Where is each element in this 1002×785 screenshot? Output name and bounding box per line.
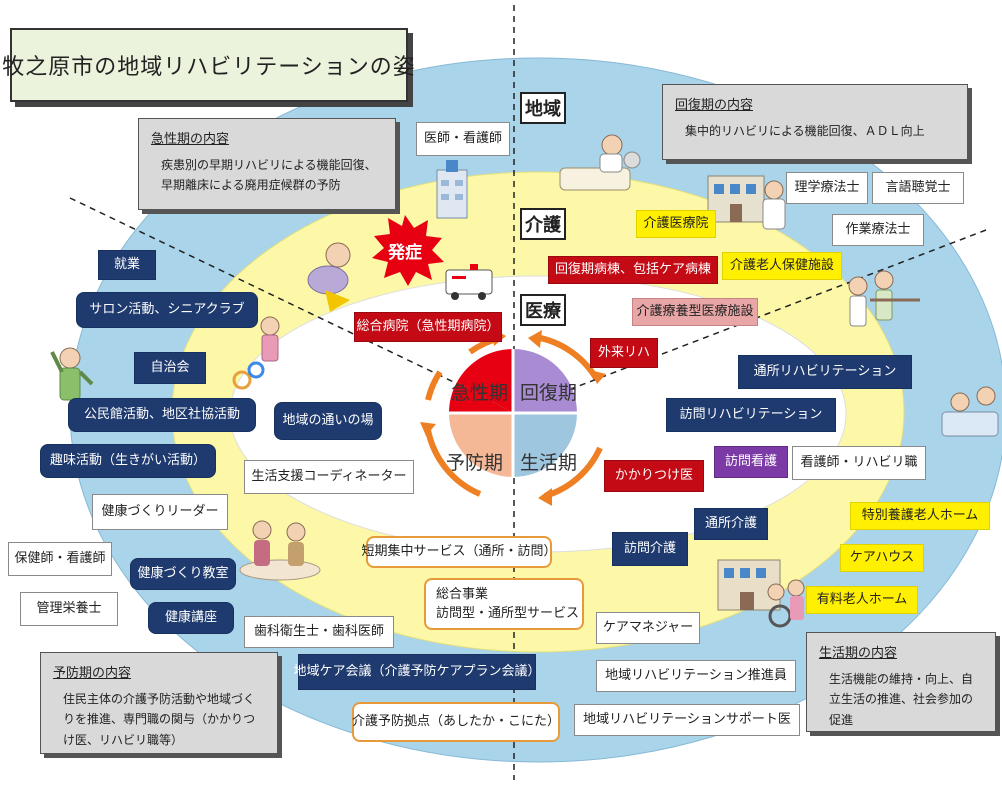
walker-rehab-icon [848,270,920,327]
label-general-project: 総合事業 訪問型・通所型サービス [424,578,584,630]
label-employment: 就業 [98,250,156,280]
fallen-elder-icon [307,242,351,312]
label-care-manager: ケアマネジャー [596,612,700,644]
onset-burst [372,215,444,286]
label-dental: 歯科衛生士・歯科医師 [244,616,394,648]
label-day-rehab: 通所リハビリテーション [738,355,912,389]
info-body-acute: 疾患別の早期リハビリによる機能回復、早期離床による廃用症候群の予防 [161,158,377,193]
wheelchair-care-icon [767,579,805,628]
label-community-hall: 公民館活動、地区社協活動 [68,398,256,432]
label-salon: サロン活動、シニアクラブ [76,292,258,328]
label-residents-assoc: 自治会 [134,352,206,384]
label-general-hospital: 総合病院（急性期病院） [354,312,502,342]
bedside-care-icon [559,134,641,191]
info-box-acute: 急性期の内容 疾患別の早期リハビリによる機能回復、早期離床による廃用症候群の予防 [138,118,396,210]
label-care-meeting: 地域ケア会議（介護予防ケアプラン会議） [294,654,541,690]
phase-prevention-wedge [449,413,513,477]
label-nurse-rehab: 看護師・リハビリ職 [792,446,926,480]
label-doctor-nurse: 医師・看護師 [416,122,510,156]
label-hobby: 趣味活動（生きがい活動） [40,444,216,478]
label-visit-rehab: 訪問リハビリテーション [666,398,836,432]
label-family-doctor: かかりつけ医 [604,460,704,492]
label-health-class: 健康づくり教室 [130,558,236,590]
hospital-icon [436,160,468,219]
label-paid-nursing-home: 有料老人ホーム [806,586,918,614]
label-recovery-ward: 回復期病棟、包括ケア病棟 [548,256,718,284]
info-body-living: 生活機能の維持・向上、自立生活の推進、社会参加の促進 [829,672,974,727]
info-body-prevention: 住民主体の介護予防活動や地域づくりを推進、専門職の関与（かかりつけ医、リハビリ職… [63,692,256,747]
zone-tag-medical: 医療 [520,294,566,326]
label-home-care: 訪問介護 [612,532,688,566]
exercise-elder-icon [50,347,94,401]
info-title-acute: 急性期の内容 [151,132,230,147]
label-st: 言語聴覚士 [872,172,964,204]
label-promoter: 地域リハビリテーション推進員 [596,660,796,692]
label-prevention-base: 介護予防拠点（あしたか・こにた） [352,702,560,742]
zone-tag-community: 地域 [520,92,566,124]
care-facility-icon [707,175,765,223]
label-health-leader: 健康づくりリーダー [92,494,228,530]
info-body-recovery: 集中的リハビリによる機能回復、ＡＤＬ向上 [685,124,925,139]
label-care-medical-facility: 介護療養型医療施設 [632,298,758,326]
label-health-lecture: 健康講座 [148,602,234,634]
label-outpatient-rehab: 外来リハ [590,338,658,368]
label-pt: 理学療法士 [786,172,868,204]
phase-living-wedge [513,413,577,477]
info-box-prevention: 予防期の内容 住民主体の介護予防活動や地域づくりを推進、専門職の関与（かかりつけ… [40,652,278,754]
info-title-recovery: 回復期の内容 [675,98,754,113]
label-gathering-place: 地域の通いの場 [274,402,382,440]
label-dietitian: 管理栄養士 [20,592,118,626]
phase-circle [449,349,577,477]
label-special-nursing-home: 特別養護老人ホーム [850,502,990,530]
label-short-service: 短期集中サービス（通所・訪問） [362,536,557,568]
label-public-health-nurse: 保健師・看護師 [8,542,112,576]
onset-label: 発症 [388,243,422,263]
page-title: 牧之原市の地域リハビリテーションの姿 [2,28,415,102]
label-care-house: ケアハウス [840,544,924,572]
ambulance-icon [445,264,493,300]
label-visit-nursing: 訪問看護 [714,446,788,478]
phase-acute-wedge-2 [449,382,513,413]
label-ot: 作業療法士 [832,214,924,246]
home-building-icon [717,559,781,611]
senior-group-icon [239,520,321,581]
phase-recovery-wedge [513,349,577,413]
general-project-line-2: 訪問型・通所型サービス [436,605,580,621]
info-box-recovery: 回復期の内容 集中的リハビリによる機能回復、ＡＤＬ向上 [662,84,968,160]
label-life-support: 生活支援コーディネーター [244,460,414,494]
info-title-prevention: 予防期の内容 [53,666,132,681]
label-care-elder-facility: 介護老人保健施設 [722,252,842,280]
doctor-icon [762,180,786,230]
divider-right-diagonal [515,229,987,411]
info-title-living: 生活期の内容 [819,646,898,661]
phase-acute-wedge [457,349,513,413]
label-day-care: 通所介護 [694,508,768,540]
general-project-line-1: 総合事業 [436,587,489,602]
bedridden-care-icon [941,386,999,437]
phase-recovery-label: 回復期 [520,382,578,404]
label-support-doctor: 地域リハビリテーションサポート医 [574,704,800,736]
group-exercise-icon [232,316,280,390]
phase-living-label: 生活期 [520,452,578,474]
phase-prevention-label: 予防期 [446,452,504,474]
zone-tag-care: 介護 [520,208,566,240]
phase-acute-label: 急性期 [451,382,509,404]
label-care-hospital: 介護医療院 [636,210,716,238]
info-box-living: 生活期の内容 生活機能の維持・向上、自立生活の推進、社会参加の促進 [806,632,996,732]
